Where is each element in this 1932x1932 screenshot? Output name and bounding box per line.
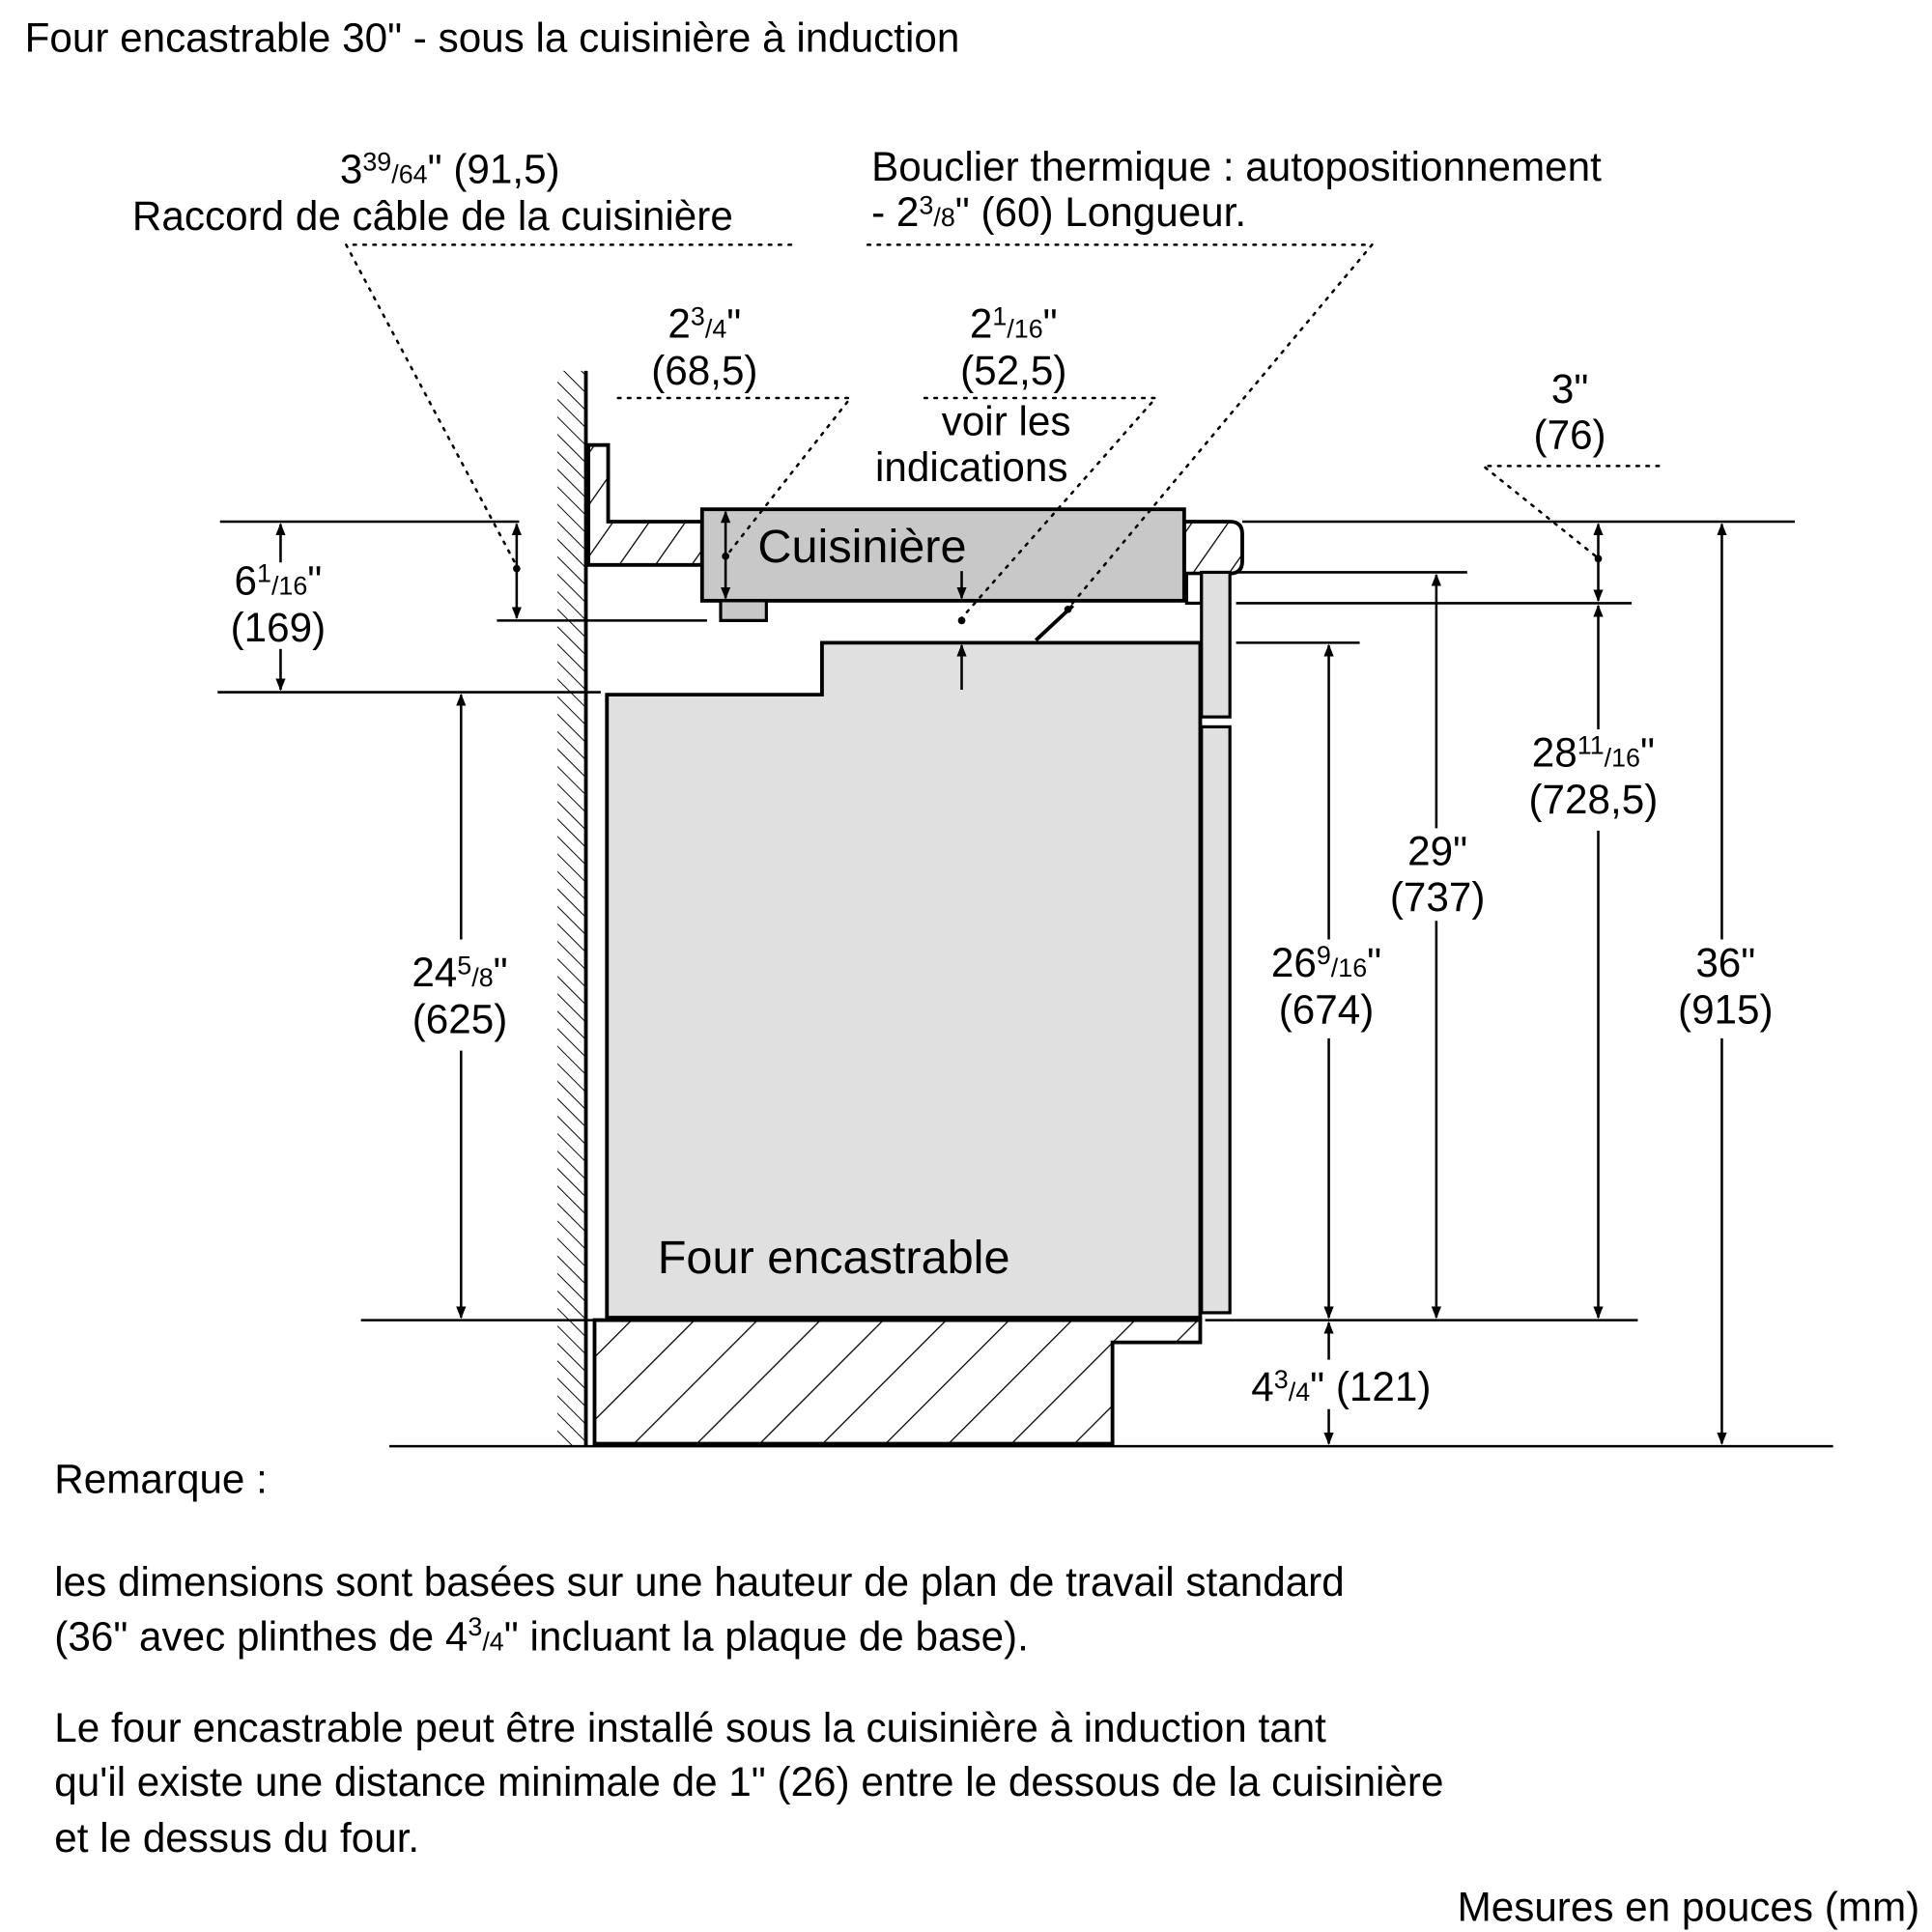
oven-label: Four encastrable	[658, 1232, 1010, 1284]
dimension-labels: 23/4" (68,5) 21/16" (52,5) voir les indi…	[231, 300, 1774, 1408]
page-title: Four encastrable 30" - sous la cuisinièr…	[25, 15, 960, 61]
note-line: et le dessus du four.	[54, 1815, 419, 1861]
units-label: Mesures en pouces (mm)	[1458, 1884, 1920, 1929]
dim-label: 23/4"	[668, 300, 741, 346]
cooktop	[699, 507, 1186, 603]
dim-label-mm: (52,5)	[960, 348, 1066, 393]
dim-label: 43/4" (121)	[1251, 1364, 1431, 1409]
dim-label-mm: (674)	[1279, 987, 1375, 1033]
notes: Remarque : les dimensions sont basées su…	[54, 1457, 1919, 1930]
dimension-arrows	[275, 510, 1727, 1445]
shield-label: Bouclier thermique : autopositionnement	[871, 144, 1602, 189]
note-line: qu'il existe une distance minimale de 1"…	[54, 1759, 1443, 1804]
dim-label: 29"	[1407, 829, 1467, 874]
dim-label-mm: (737)	[1390, 874, 1486, 920]
shield-dimension: - 23/8" (60) Longueur.	[871, 189, 1246, 235]
reference-lines	[217, 520, 1833, 1448]
dim-label: 2811/16"	[1532, 729, 1655, 775]
note-line: les dimensions sont basées sur une haute…	[54, 1559, 1344, 1605]
note-line: (36" avec plinthes de 43/4" incluant la …	[54, 1612, 1029, 1659]
dim-label-mm: (169)	[231, 605, 327, 650]
plinth	[592, 1318, 1203, 1446]
cooktop-label: Cuisinière	[757, 521, 966, 573]
notes-heading: Remarque :	[54, 1457, 268, 1502]
countertop-right	[1181, 520, 1244, 576]
dim-label: 3"	[1551, 366, 1588, 412]
oven-door-lower	[1200, 724, 1232, 1315]
dim-note: indications	[875, 444, 1068, 490]
dim-label-mm: (915)	[1678, 987, 1774, 1033]
note-line: Le four encastrable peut être installé s…	[54, 1705, 1326, 1750]
dim-label-mm: (625)	[412, 997, 508, 1042]
cable-connector	[719, 599, 768, 622]
dim-label: 61/16"	[235, 557, 323, 603]
oven-door-upper	[1200, 570, 1232, 719]
dim-label: 245/8"	[412, 950, 507, 995]
shield-bracket	[1184, 572, 1204, 606]
oven	[605, 640, 1203, 1320]
dim-label: 21/16"	[970, 300, 1058, 346]
dim-note: voir les	[942, 398, 1071, 443]
dim-label-mm: (728,5)	[1529, 777, 1659, 822]
dim-label-mm: (76)	[1534, 412, 1606, 457]
wall	[557, 370, 586, 1447]
leader-lines	[344, 243, 1661, 620]
dim-label-mm: (68,5)	[651, 348, 757, 393]
dim-label: 36"	[1695, 940, 1755, 985]
countertop-left	[586, 442, 704, 567]
cable-label: Raccord de câble de la cuisinière	[132, 193, 733, 239]
cable-dimension: 339/64" (91,5)	[340, 146, 560, 191]
dim-label: 269/16"	[1271, 940, 1381, 985]
